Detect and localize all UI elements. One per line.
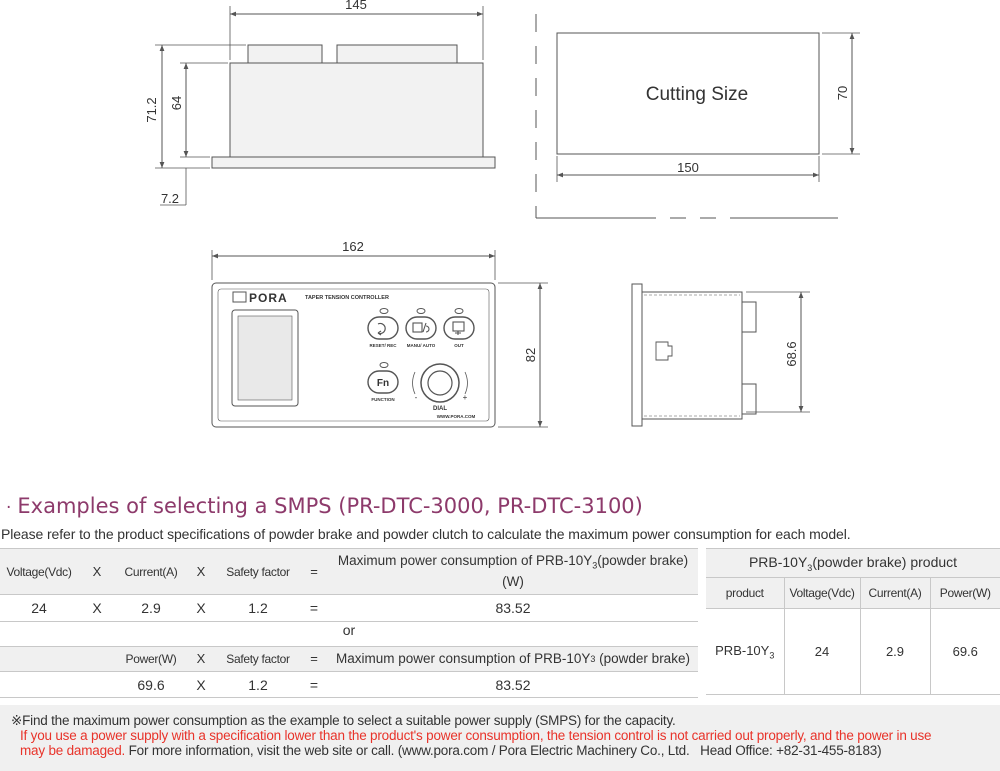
pt-h-current: Current(A) — [859, 577, 931, 609]
calc2-v-power: 69.6 — [137, 676, 165, 693]
dim-total-height: 71.2 — [144, 97, 159, 122]
calc2-h-safety: Safety factor — [226, 652, 290, 666]
calc1-h-max-unit: (W) — [502, 573, 524, 589]
pt-v-product: PRB-10Y3 — [706, 608, 785, 695]
calc1-h-max-b: (powder brake) — [597, 553, 689, 569]
calc2-v-x: X — [196, 676, 206, 693]
title-bullet: · — [6, 498, 12, 518]
caption-a: PRB-10Y — [748, 553, 808, 570]
pt-v-voltage: 24 — [783, 608, 861, 695]
calc1-h-eq: = — [310, 563, 318, 579]
website-label: WWW.PORA.COM — [437, 414, 476, 419]
function-label: FUNCTION — [371, 397, 394, 402]
calc1-h-voltage: Voltage(Vdc) — [6, 564, 72, 579]
dim-body-height: 64 — [169, 96, 184, 110]
note-line-2: If you use a power supply with a specifi… — [20, 728, 932, 743]
calc2-v-safety: 1.2 — [248, 676, 268, 693]
note-line-1: ※Find the maximum power consumption as t… — [11, 713, 676, 728]
calc2-h-max-a: Maximum power consumption of PRB-10Y — [336, 651, 591, 666]
pt-v-product-a: PRB-10Y — [715, 642, 770, 658]
note-line-3: may be damaged. For more information, vi… — [11, 743, 1000, 758]
pt-v-product-sub: 3 — [769, 650, 775, 661]
pt-h-voltage: Voltage(Vdc) — [783, 577, 861, 609]
caption-b: (powder brake) product — [812, 553, 958, 570]
note-line-3-red: may be damaged. — [20, 743, 126, 758]
pt-v-power: 69.6 — [929, 608, 1000, 695]
calc2-h-eq: = — [310, 651, 318, 666]
calc1-h-x2: X — [196, 563, 206, 579]
intro-text: Please refer to the product specificatio… — [1, 526, 851, 542]
calc1-v-safety: 1.2 — [248, 600, 268, 616]
calc2-h-power: Power(W) — [125, 652, 177, 666]
calc1-v-voltage: 24 — [31, 600, 47, 616]
pora-logo: PORA — [249, 291, 288, 305]
front-view — [211, 250, 548, 428]
calc1-v-x1: X — [92, 600, 102, 616]
calc1-header-row: Voltage(Vdc) X Current(A) X Safety facto… — [0, 548, 698, 595]
calc1-h-max: Maximum power consumption of PRB-10Y3(po… — [328, 549, 698, 594]
manu-auto-label: MANU/ AUTO — [407, 343, 436, 348]
top-view — [155, 6, 496, 206]
product-table: PRB-10Y3(powder brake) product product V… — [706, 548, 1000, 695]
calc2-v-spacer — [0, 672, 116, 697]
calc2-v-eq: = — [309, 676, 319, 693]
calc2-h-max-sub: 3 — [590, 654, 596, 664]
dim-cut-height: 70 — [835, 86, 850, 100]
dim-cut-width: 150 — [677, 160, 699, 175]
caption-sub: 3 — [807, 562, 813, 573]
calc2-v-result: 83.52 — [495, 676, 531, 693]
dial-label: DIAL — [433, 406, 447, 412]
dim-front-width: 162 — [342, 239, 364, 254]
calc1-v-x2: X — [196, 600, 206, 616]
pt-h-power: Power(W) — [929, 577, 1000, 609]
dim-side-height: 68.6 — [784, 341, 799, 366]
fn-glyph: Fn — [377, 378, 389, 389]
calc2-header-row: Power(W) X Safety factor = Maximum power… — [0, 646, 698, 672]
product-table-value-row: PRB-10Y3 24 2.9 69.6 — [706, 608, 1000, 695]
product-table-header-row: product Voltage(Vdc) Current(A) Power(W) — [706, 577, 1000, 609]
section-title-text: Examples of selecting a SMPS (PR-DTC-300… — [17, 494, 643, 518]
calc1-h-x1: X — [92, 563, 102, 579]
calc1-v-result: 83.52 — [495, 600, 531, 616]
panel-title: TAPER TENSION CONTROLLER — [305, 295, 389, 301]
section-title: ·Examples of selecting a SMPS (PR-DTC-30… — [6, 494, 643, 518]
calc1-h-max-line1: Maximum power consumption of PRB-10Y3(po… — [338, 553, 688, 574]
product-table-caption: PRB-10Y3(powder brake) product — [706, 548, 1000, 578]
or-separator: or — [342, 622, 356, 638]
dial-minus: - — [415, 393, 418, 402]
dimension-drawing: 145 71.2 64 7.2 Cutting Size 70 150 — [144, 0, 860, 428]
pt-h-product: product — [706, 577, 785, 609]
notes-box: ※Find the maximum power consumption as t… — [0, 705, 1000, 771]
calc1-value-row: 24 X 2.9 X 1.2 = 83.52 — [0, 595, 698, 622]
calc2-h-spacer — [0, 647, 116, 671]
note-line-3-rest: For more information, visit the web site… — [125, 743, 882, 758]
calc2-value-row: 69.6 X 1.2 = 83.52 — [0, 672, 698, 698]
dim-top-width: 145 — [345, 0, 367, 12]
calc1-h-max-sub: 3 — [592, 560, 598, 571]
dim-front-height: 82 — [523, 348, 538, 362]
side-view — [631, 283, 810, 427]
dial-plus: + — [463, 393, 468, 402]
product-table-caption-row: PRB-10Y3(powder brake) product — [706, 548, 1000, 578]
cutting-size-label: Cutting Size — [646, 84, 748, 105]
calc1-h-max-a: Maximum power consumption of PRB-10Y — [337, 553, 593, 569]
out-label: OUT — [454, 343, 464, 348]
dim-flange: 7.2 — [161, 191, 179, 206]
pt-v-current: 2.9 — [859, 608, 931, 695]
calc2-h-x: X — [196, 651, 206, 666]
calc2-h-max-b: (powder brake) — [595, 651, 690, 666]
calc1-v-eq: = — [309, 600, 319, 616]
reset-rec-label: RESET/ REC — [369, 343, 397, 348]
calc1-h-safety: Safety factor — [226, 564, 290, 579]
calc1-h-current: Current(A) — [124, 564, 178, 579]
cutting-size-view — [535, 14, 860, 219]
calc1-v-current: 2.9 — [141, 600, 161, 616]
